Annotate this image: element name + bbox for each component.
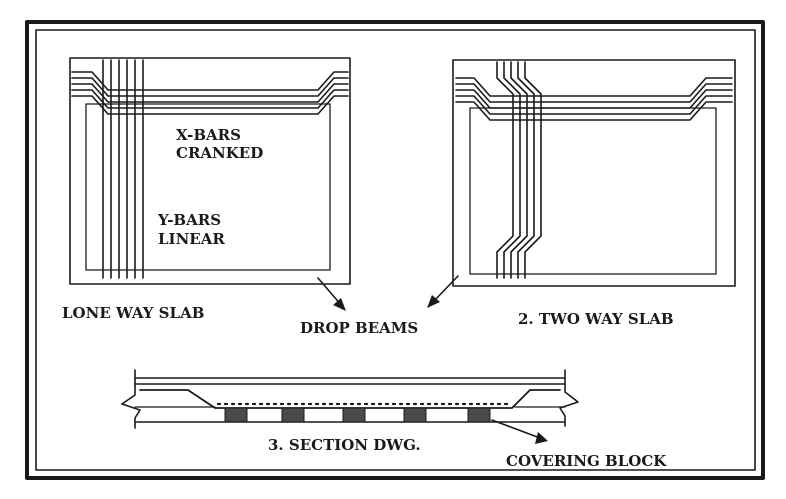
covering-block	[281, 407, 305, 423]
one-way-slab-label: LONE WAY SLAB	[62, 304, 204, 322]
y-bars-label-line2: LINEAR	[158, 230, 225, 248]
covering-block	[467, 407, 491, 423]
drop-beams-arrow-right	[427, 275, 459, 308]
two-way-y-bars	[496, 61, 542, 279]
two-way-slab-outer-border	[452, 59, 736, 287]
covering-blocks	[224, 407, 491, 423]
two-way-slab-label: 2. TWO WAY SLAB	[518, 310, 674, 328]
covering-block	[403, 407, 427, 423]
y-bars-label-line1: Y-BARS	[157, 211, 221, 229]
one-way-slab-drawing	[69, 57, 351, 285]
x-bars-label-line2: CRANKED	[176, 144, 263, 162]
right-break-line	[559, 369, 579, 427]
two-way-slab-drawing	[452, 59, 736, 287]
y-bars-linear	[102, 59, 144, 279]
outer-frame	[25, 20, 765, 480]
covering-block	[224, 407, 248, 423]
covering-block-label: COVERING BLOCK	[506, 452, 667, 470]
section-main-bar	[139, 389, 561, 409]
section-dwg-label: 3. SECTION DWG.	[268, 436, 421, 454]
one-way-slab-outer-border	[69, 57, 351, 285]
drop-beams-label: DROP BEAMS	[300, 319, 418, 337]
section-drawing	[121, 369, 579, 429]
covering-block	[342, 407, 366, 423]
x-bars-label-line1: X-BARS	[176, 126, 241, 144]
left-break-line	[121, 369, 141, 429]
covering-block-arrow	[491, 419, 548, 444]
two-way-x-bars	[455, 77, 733, 121]
inner-frame	[35, 29, 756, 471]
one-way-slab-inner-border	[85, 103, 331, 271]
x-bars-cranked	[71, 71, 349, 115]
drop-beams-arrow-left	[317, 277, 346, 311]
